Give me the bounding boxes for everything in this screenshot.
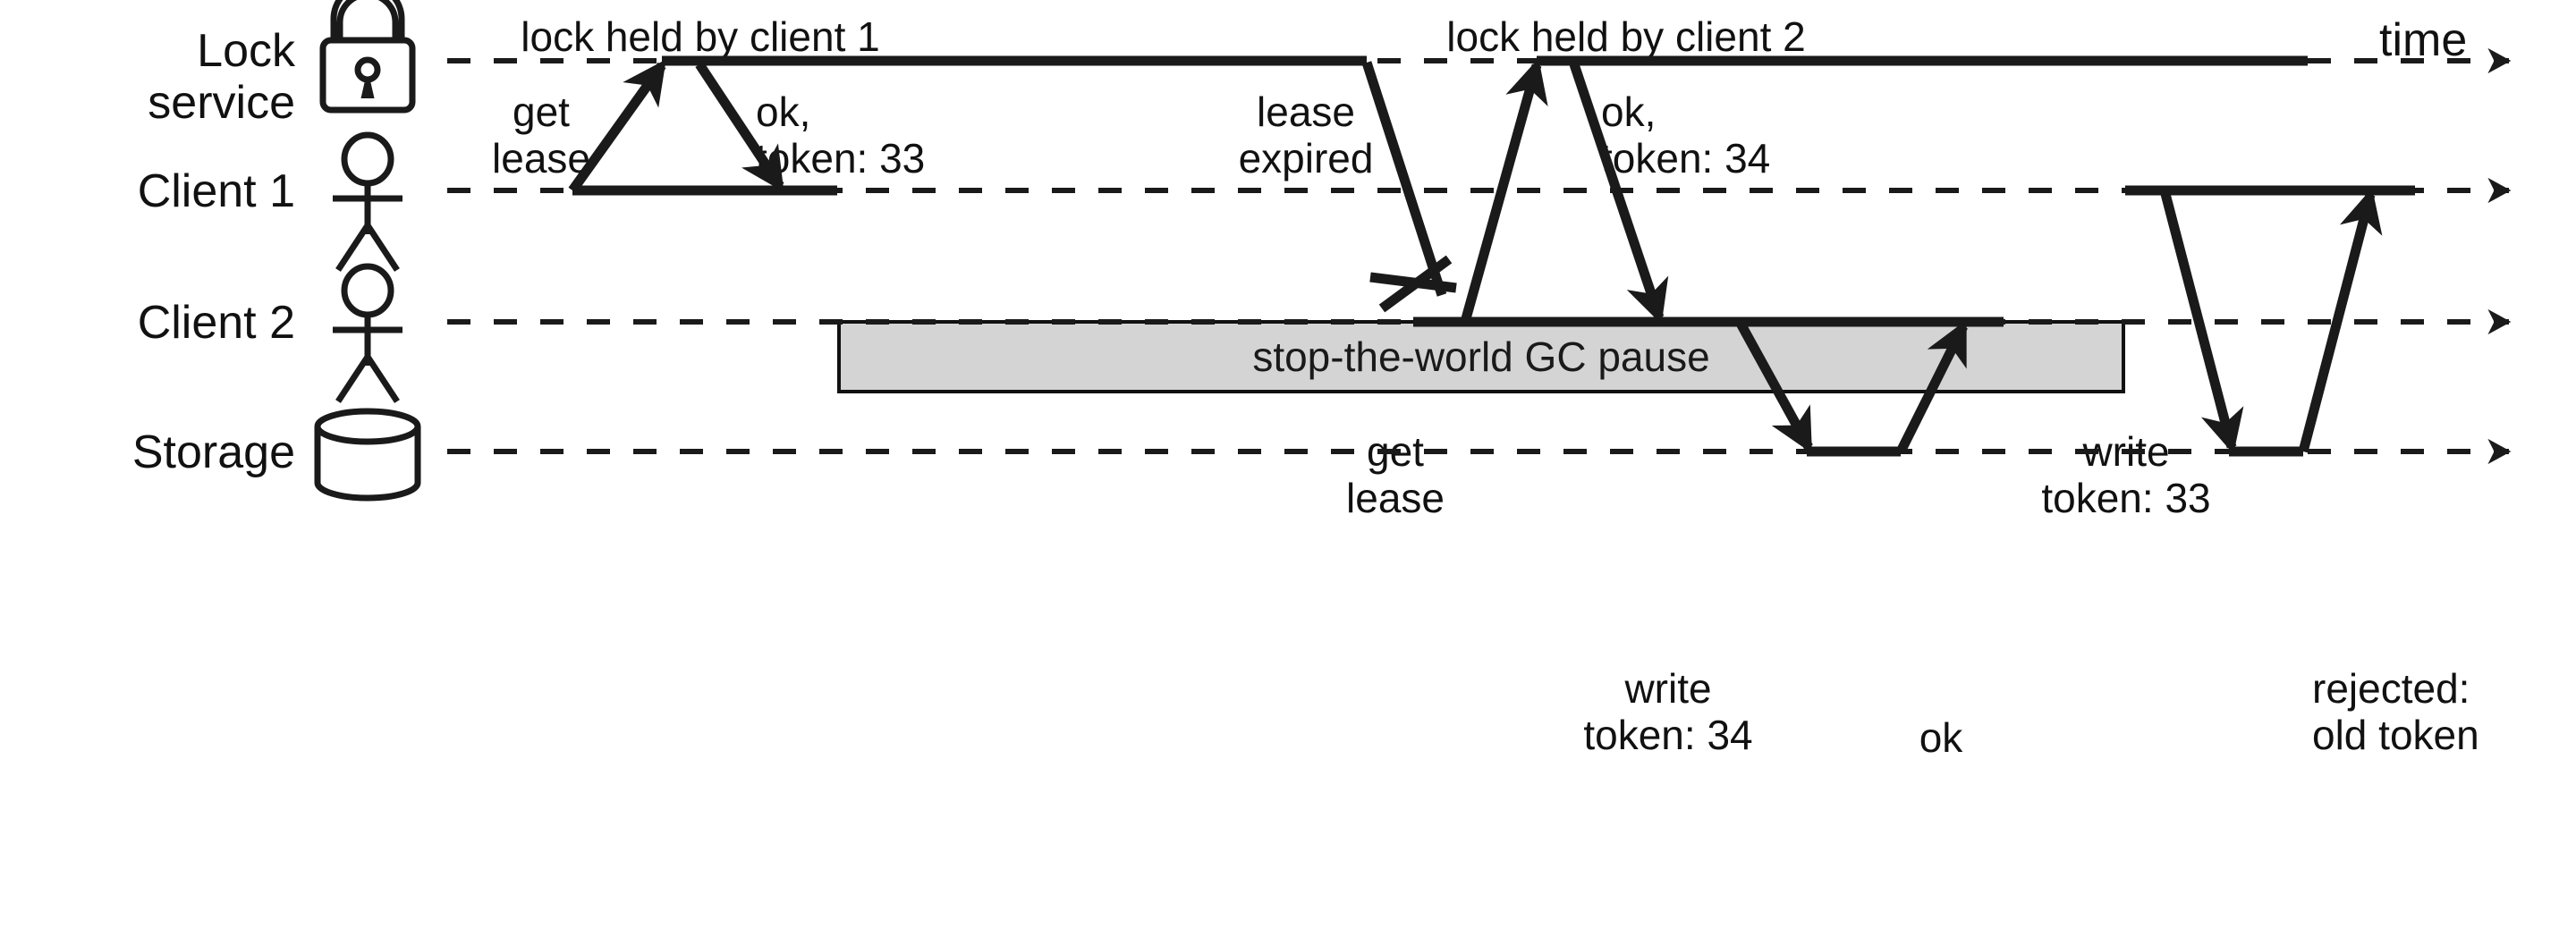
arrow-lease-expired [1361, 61, 1447, 297]
message-label-rejected-old-token: rejected: old token [2312, 665, 2479, 758]
lease-expired-strike-x-icon [1369, 255, 1457, 313]
stick-figure-icon-client-1 [333, 131, 402, 272]
lane-label-lock-service: Lock service [148, 25, 295, 130]
lane-label-storage: Storage [131, 426, 295, 478]
arrow-get-lease-client1 [568, 59, 666, 194]
lane-label-client-1: Client 1 [137, 165, 295, 217]
padlock-icon [319, 0, 416, 114]
message-label-lease-expired: lease expired [1238, 89, 1374, 181]
time-axis-label: time [2379, 14, 2468, 66]
message-label-get-lease-client1: get lease [492, 89, 590, 181]
stick-figure-icon-client-2 [333, 263, 402, 403]
arrow-get-lease-client2 [1460, 58, 1548, 324]
lane-label-client-2: Client 2 [137, 297, 295, 349]
arrow-write-token-33 [2159, 189, 2244, 454]
database-cylinder-icon [314, 408, 421, 502]
message-label-write-token-34: write token: 34 [1583, 665, 1753, 758]
arrow-ok-from-storage [1896, 319, 1968, 454]
span-label-lock-held-client-2: lock held by client 2 [1446, 13, 1806, 60]
message-label-get-lease-client2: get lease [1346, 428, 1445, 521]
arrow-ok-token-34 [1569, 63, 1669, 325]
message-label-ok-storage: ok [1919, 714, 1963, 761]
gc-pause-label: stop-the-world GC pause [1252, 333, 1710, 380]
arrow-write-token-34 [1735, 319, 1813, 454]
arrow-rejected-old-token [2298, 188, 2383, 453]
message-label-ok-token-34: ok, token: 34 [1601, 89, 1771, 181]
span-label-lock-held-client-1: lock held by client 1 [521, 13, 880, 60]
arrow-ok-token-33 [695, 61, 784, 192]
